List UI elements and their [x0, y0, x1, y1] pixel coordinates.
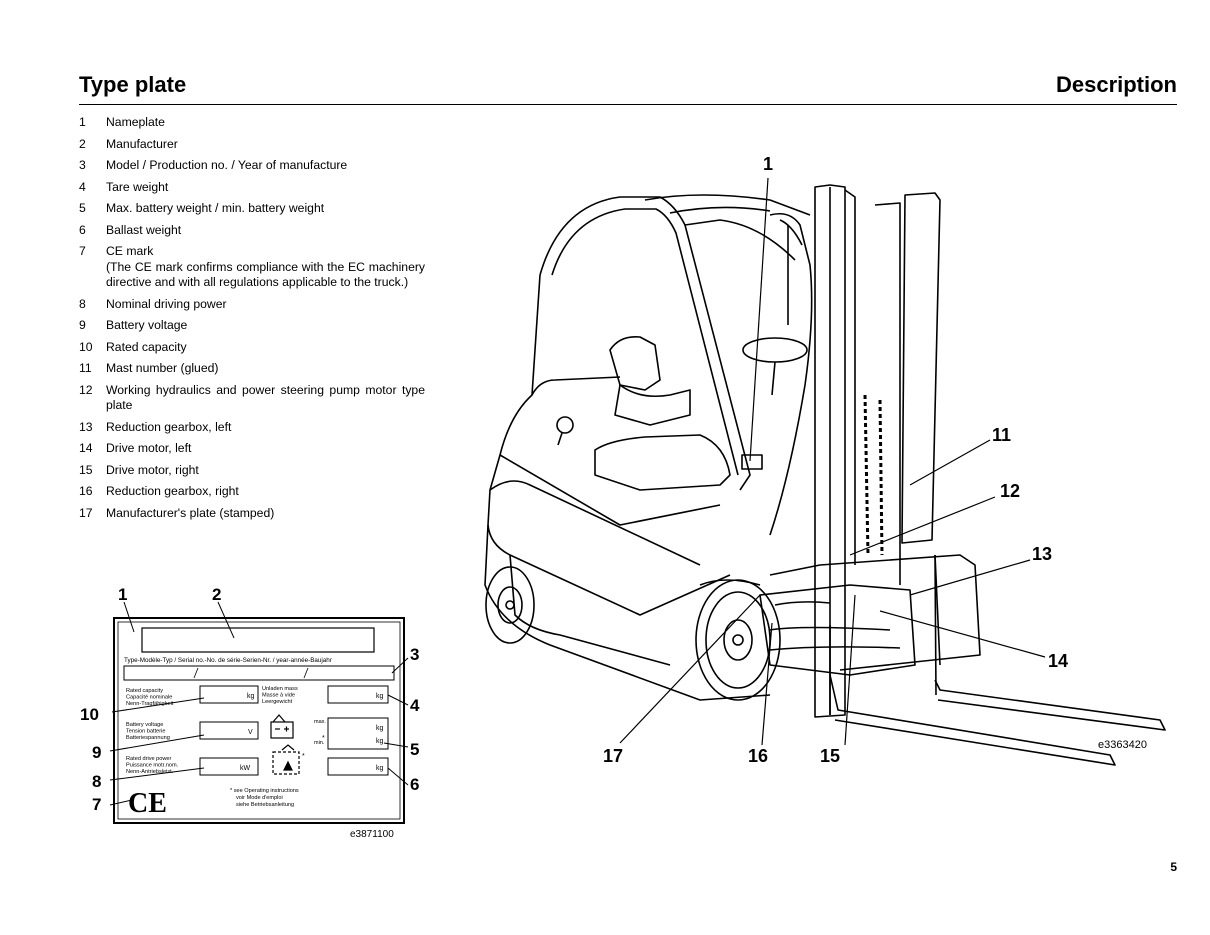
plate-callout-2: 2 [212, 585, 221, 604]
unit-kg-label: kg [376, 738, 384, 745]
forklift-figure: 1 11 12 13 14 15 16 17 e3363420 [484, 154, 1166, 766]
truck-callout-1: 1 [763, 154, 773, 174]
plate-callout-6: 6 [410, 775, 419, 794]
truck-callout-17: 17 [603, 746, 623, 766]
battery-voltage-text: Battery voltage Tension batterie Batteri… [126, 722, 170, 741]
rated-capacity-line: Rated capacity [126, 688, 163, 694]
truck-callout-12: 12 [1000, 481, 1020, 501]
plate-callout-1: 1 [118, 585, 127, 604]
unit-kg-label: kg [376, 725, 384, 732]
ce-mark: CE [128, 788, 167, 819]
asterisk: * [302, 753, 305, 760]
header-rule [79, 104, 1177, 105]
section-title: Type plate [79, 72, 187, 97]
plate-callout-5: 5 [410, 740, 419, 759]
asterisk: * [322, 735, 325, 742]
plate-callout-3: 3 [410, 645, 419, 664]
unit-kg-label: kg [376, 765, 384, 772]
operating-instructions-note: * see Operating instructions voir Mode d… [230, 788, 300, 808]
unit-v-label: V [248, 729, 253, 736]
unit-kw-label: kW [240, 765, 251, 772]
unit-kg-label: kg [247, 693, 255, 700]
unit-kg-label: kg [376, 693, 384, 700]
page-number: 5 [1170, 860, 1177, 874]
chapter-title: Description [1055, 72, 1177, 97]
plate-outline [113, 617, 405, 824]
plate-figure-code: e3871100 [350, 829, 394, 840]
battery-icon [270, 714, 294, 739]
plate-callout-10: 10 [80, 705, 99, 724]
forklift-drawing [484, 184, 1166, 766]
truck-figure-code: e3363420 [1098, 739, 1147, 751]
truck-callout-11: 11 [992, 425, 1011, 445]
truck-callout-15: 15 [820, 746, 840, 766]
plate-callout-7: 7 [92, 795, 101, 814]
max-label: max. [314, 719, 326, 725]
rated-capacity-text: Rated capacity Capacité nominale Nenn-Tr… [126, 688, 174, 707]
plate-callout-8: 8 [92, 772, 101, 791]
manufacturer-field [141, 627, 375, 653]
unladen-mass-text: Unladen mass Masse à vide Leergewicht [262, 686, 299, 705]
ballast-weight-icon [272, 744, 300, 775]
truck-callout-13: 13 [1032, 544, 1052, 564]
type-line-text: Type-Modèle-Typ / Serial no.-No. de séri… [124, 657, 332, 664]
plate-callout-4: 4 [410, 696, 420, 715]
plate-callout-9: 9 [92, 743, 101, 762]
min-label: min. [314, 740, 325, 746]
truck-callout-16: 16 [748, 746, 768, 766]
drive-power-text: Rated drive power Puissance motr.nom. Ne… [126, 756, 180, 775]
type-plate-figure: Type-Modèle-Typ / Serial no.-No. de séri… [80, 585, 420, 840]
truck-callout-14: 14 [1048, 651, 1068, 671]
